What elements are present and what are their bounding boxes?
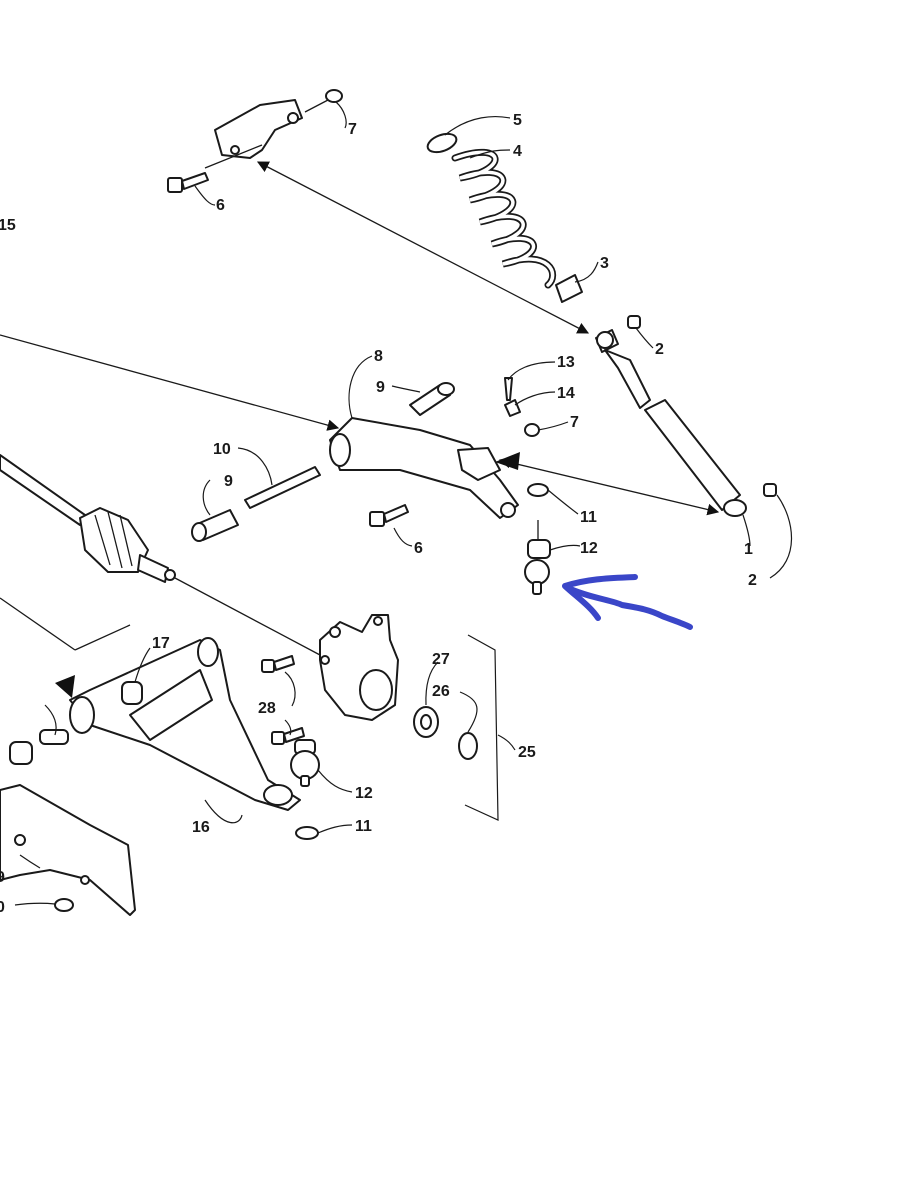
reference-arrows bbox=[0, 161, 720, 656]
bushing-2-upper bbox=[627, 315, 641, 329]
upper-bracket bbox=[204, 99, 303, 169]
nut-7-mid bbox=[524, 423, 540, 437]
callout-6-mid: 6 bbox=[414, 540, 423, 557]
spring-4 bbox=[426, 132, 556, 289]
callout-9-lower: 9 bbox=[224, 473, 233, 490]
callout-13: 13 bbox=[557, 354, 575, 371]
triangle-marker-mid bbox=[495, 452, 520, 470]
callout-4: 4 bbox=[513, 143, 522, 160]
callout-28: 28 bbox=[258, 700, 276, 717]
skid-plate bbox=[0, 784, 136, 916]
callout-1: 1 bbox=[744, 541, 753, 558]
upper-a-arm-8 bbox=[329, 417, 519, 519]
callout-leaders bbox=[14, 101, 793, 906]
shock-absorber-1 bbox=[595, 329, 747, 517]
callout-11-upper: 11 bbox=[580, 509, 597, 526]
callout-26: 26 bbox=[432, 683, 450, 700]
callout-9-upper: 9 bbox=[376, 379, 385, 396]
callout-12-upper: 12 bbox=[580, 540, 598, 557]
pin-13 bbox=[504, 377, 513, 401]
callout-numbers: 15 7 6 5 4 3 2 8 9 13 14 7 10 9 11 6 12 … bbox=[0, 112, 757, 916]
callout-0-bottom: 0 bbox=[0, 899, 5, 916]
callout-16: 16 bbox=[192, 819, 210, 836]
bushing-17 bbox=[121, 681, 143, 705]
callout-25: 25 bbox=[518, 744, 536, 761]
bolt-6-mid bbox=[369, 504, 409, 527]
callout-27: 27 bbox=[432, 651, 450, 668]
steering-knuckle bbox=[319, 614, 399, 721]
bushing-9-upper bbox=[409, 382, 455, 416]
bushing-9-lower bbox=[191, 509, 239, 542]
callout-14: 14 bbox=[557, 385, 575, 402]
bushings-left bbox=[9, 729, 69, 765]
callout-9-bottom: 9 bbox=[0, 869, 5, 886]
washer-bottom bbox=[54, 898, 74, 912]
callout-5: 5 bbox=[513, 112, 522, 129]
callout-17: 17 bbox=[152, 635, 170, 652]
callout-12-lower: 12 bbox=[355, 785, 373, 802]
bolt-6-top bbox=[167, 172, 209, 193]
bolts-28 bbox=[261, 655, 305, 745]
ball-joint-12-lower bbox=[290, 739, 320, 787]
callout-11-lower: 11 bbox=[355, 818, 372, 835]
callout-15: 15 bbox=[0, 217, 16, 234]
triangle-marker-left bbox=[55, 675, 75, 698]
callout-10: 10 bbox=[213, 441, 231, 458]
annotation-arrow bbox=[562, 574, 693, 630]
snap-ring-26 bbox=[458, 732, 478, 760]
ball-joint-12-upper bbox=[524, 520, 551, 595]
triangle-markers bbox=[55, 452, 520, 698]
nut-7-top bbox=[304, 89, 343, 113]
callout-6-top: 6 bbox=[216, 197, 225, 214]
bearing-27 bbox=[413, 706, 439, 738]
bushing-2-lower bbox=[763, 483, 777, 497]
snap-ring-11-upper bbox=[527, 483, 549, 497]
callout-8: 8 bbox=[374, 348, 383, 365]
callout-2-lower: 2 bbox=[748, 572, 757, 589]
callout-7-mid: 7 bbox=[570, 414, 579, 431]
sleeve-10 bbox=[244, 466, 321, 509]
snap-ring-11-lower bbox=[295, 826, 319, 840]
spring-retainer-3 bbox=[555, 274, 583, 303]
drive-shaft-15 bbox=[0, 454, 176, 583]
callout-3: 3 bbox=[600, 255, 609, 272]
callout-7-top: 7 bbox=[348, 121, 357, 138]
callout-2-upper: 2 bbox=[655, 341, 664, 358]
bracket-25 bbox=[464, 634, 499, 821]
clip-14 bbox=[504, 399, 521, 417]
